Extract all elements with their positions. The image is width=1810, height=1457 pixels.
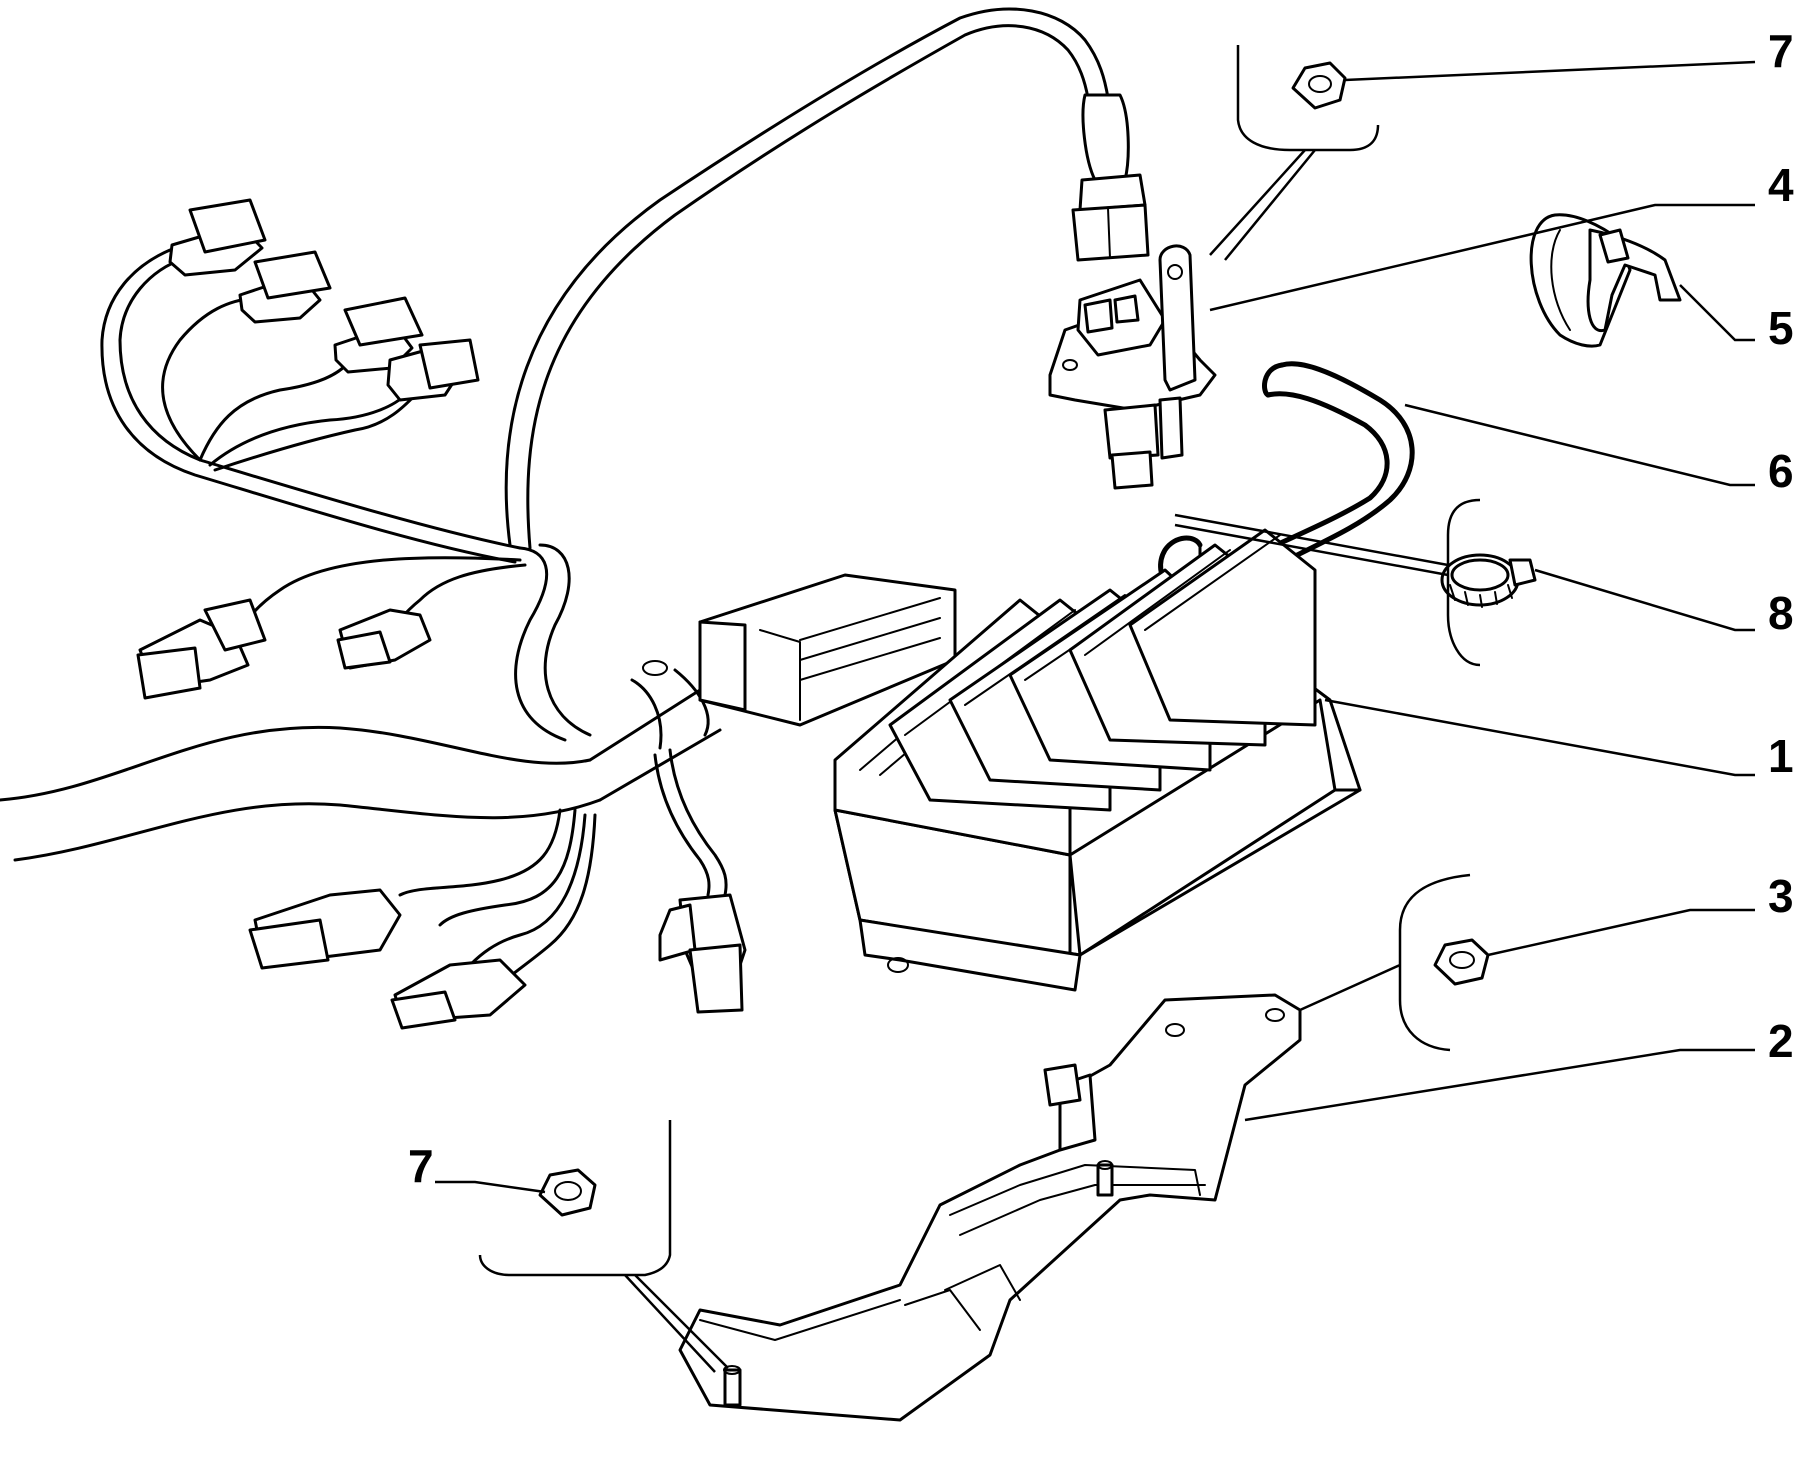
bracket-part-2: [678, 993, 1302, 1422]
brace-nut-7-bottom: [478, 1120, 672, 1277]
brace-clamp: [1446, 498, 1481, 667]
wiring-harness: [0, 7, 1150, 1030]
callout-6: 6: [1768, 445, 1794, 497]
nut-part-3: [1433, 938, 1490, 986]
callout-2: 2: [1768, 1015, 1794, 1067]
clip-part-5: [1529, 213, 1682, 348]
leader-lines: [435, 60, 1756, 1373]
ecu-part-1: [833, 528, 1362, 992]
nut-part-7-bottom: [538, 1168, 597, 1217]
callout-5: 5: [1768, 302, 1794, 354]
callout-3: 3: [1768, 870, 1794, 922]
nut-part-7-top: [1291, 61, 1347, 110]
callout-7-top: 7: [1768, 25, 1794, 77]
callout-8: 8: [1768, 587, 1794, 639]
solenoid-valve-part-4: [1048, 244, 1217, 490]
callout-1: 1: [1768, 730, 1794, 782]
callout-7-bottom: 7: [408, 1140, 434, 1192]
brace-nut-3: [1398, 873, 1471, 1052]
brace-top: [1236, 45, 1380, 152]
callout-4: 4: [1768, 159, 1794, 211]
hose-clamp-part-8: [1440, 553, 1537, 608]
